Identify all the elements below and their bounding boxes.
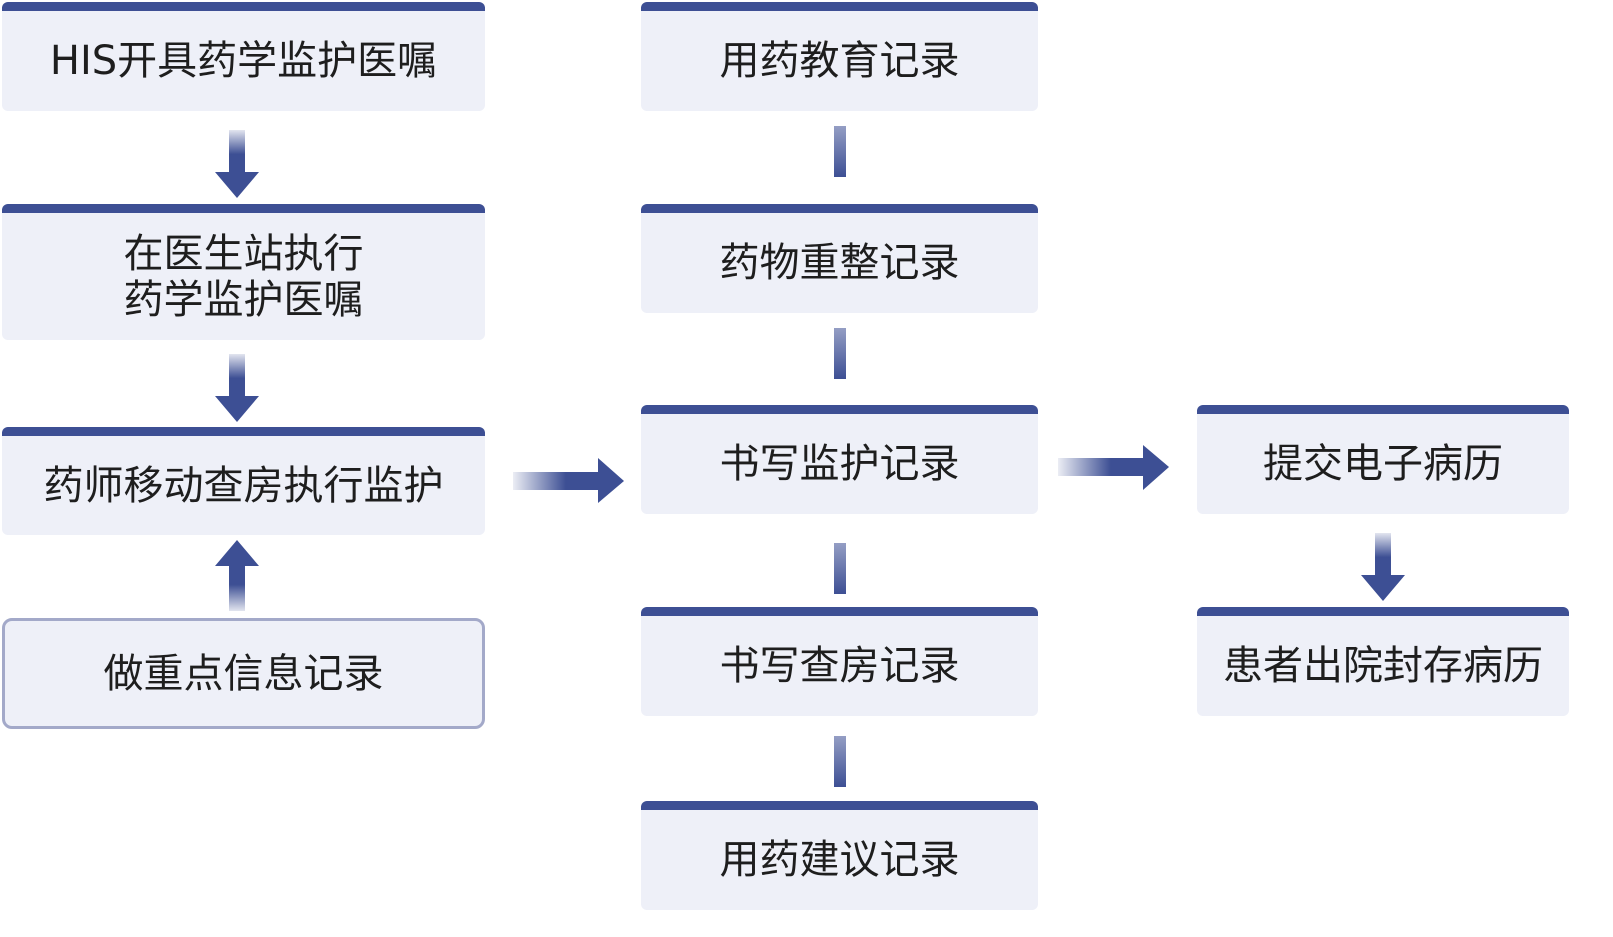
- node-suggestion: 用药建议记录: [641, 801, 1038, 910]
- node-monitoring-label: 书写监护记录: [719, 441, 960, 487]
- node-discharge-seal: 患者出院封存病历: [1197, 607, 1569, 716]
- node-rounds-record: 书写查房记录: [641, 607, 1038, 716]
- line-rounds-suggestion: [834, 736, 846, 787]
- node-reconciliation-label: 药物重整记录: [719, 240, 960, 286]
- arrow-right-monitoring-to-submit: [1058, 445, 1169, 490]
- arrow-right-rounds-to-monitoring: [513, 458, 624, 503]
- node-education-label: 用药教育记录: [719, 38, 960, 84]
- node-monitoring: 书写监护记录: [641, 405, 1038, 514]
- node-key-info-label: 做重点信息记录: [103, 650, 384, 697]
- node-discharge-seal-label: 患者出院封存病历: [1223, 643, 1543, 689]
- line-reconciliation-monitoring: [834, 328, 846, 379]
- arrow-up-keyinfo-to-rounds: [215, 540, 259, 611]
- line-education-reconciliation: [834, 126, 846, 177]
- node-submit-emr: 提交电子病历: [1197, 405, 1569, 514]
- node-mobile-rounds: 药师移动查房执行监护: [2, 427, 485, 535]
- arrow-down-station-to-rounds: [215, 354, 259, 422]
- node-rounds-record-label: 书写查房记录: [719, 643, 960, 689]
- node-doctor-station-label: 在医生站执行 药学监护医嘱: [123, 230, 364, 323]
- node-suggestion-label: 用药建议记录: [719, 837, 960, 883]
- line-monitoring-rounds: [834, 543, 846, 594]
- arrow-down-his-to-station: [215, 130, 259, 198]
- node-submit-emr-label: 提交电子病历: [1263, 441, 1503, 487]
- node-key-info: 做重点信息记录: [2, 618, 485, 729]
- node-reconciliation: 药物重整记录: [641, 204, 1038, 313]
- node-mobile-rounds-label: 药师移动查房执行监护: [43, 462, 444, 509]
- node-doctor-station: 在医生站执行 药学监护医嘱: [2, 204, 485, 340]
- node-his-order-label: HIS开具药学监护医嘱: [49, 38, 438, 84]
- arrow-down-submit-to-discharge: [1361, 533, 1405, 601]
- node-education: 用药教育记录: [641, 2, 1038, 111]
- node-his-order: HIS开具药学监护医嘱: [2, 2, 485, 111]
